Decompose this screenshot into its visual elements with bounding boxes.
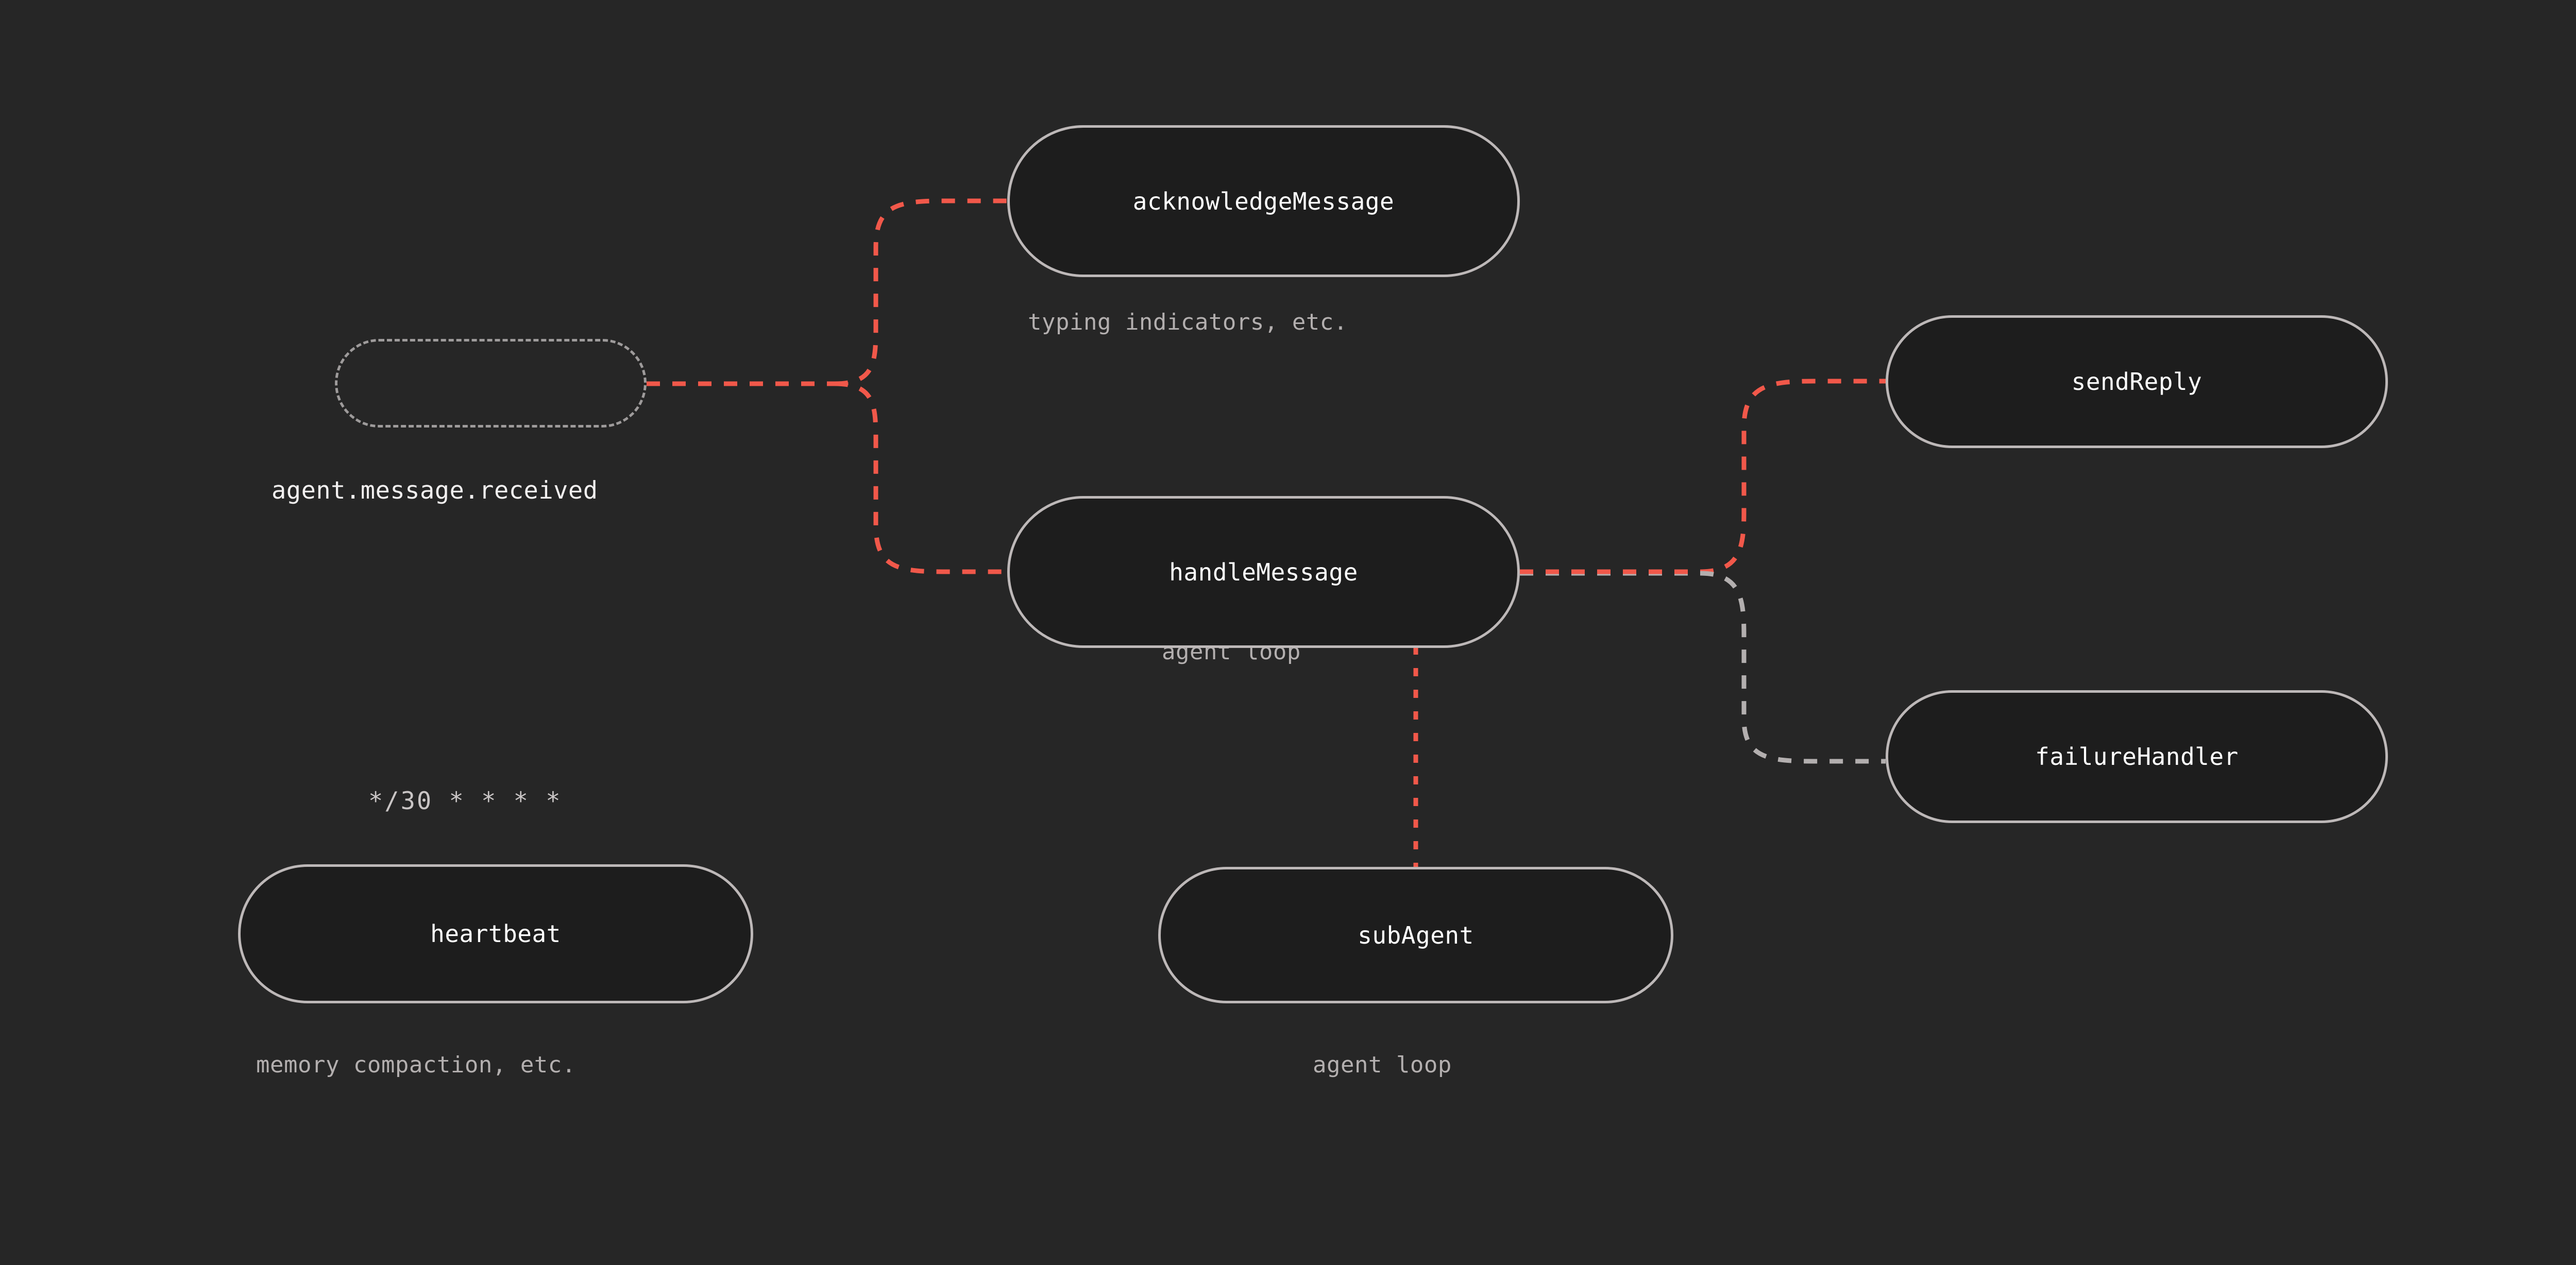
node-heartbeat[interactable]: heartbeat — [238, 864, 753, 1003]
node-label-failure-handler: failureHandler — [2035, 743, 2239, 771]
node-send-reply[interactable]: sendReply — [1886, 315, 2388, 448]
node-label-acknowledge-message: acknowledgeMessage — [1132, 187, 1395, 215]
node-label-heartbeat: heartbeat — [430, 920, 561, 948]
caption-heartbeat: memory compaction, etc. — [256, 1052, 576, 1078]
node-label-sub-agent: subAgent — [1358, 921, 1474, 949]
node-label-send-reply: sendReply — [2071, 368, 2202, 396]
edge-trigger-to-handle — [834, 381, 1007, 574]
caption-acknowledge-message: typing indicators, etc. — [1028, 309, 1348, 335]
node-failure-handler[interactable]: failureHandler — [1886, 690, 2388, 823]
edge-handle-to-send-reply — [1700, 379, 1886, 574]
trigger-name-cron: */30 * * * * — [368, 787, 562, 815]
node-sub-agent[interactable]: subAgent — [1158, 867, 1673, 1003]
node-label-handle-message: handleMessage — [1169, 558, 1358, 586]
node-handle-message[interactable]: handleMessage — [1007, 496, 1520, 648]
trigger-name-message-received: agent.message.received — [272, 476, 598, 505]
trigger-node-message-received[interactable] — [335, 339, 647, 428]
edge-handle-to-failure-handler — [1700, 571, 1886, 764]
edge-trigger-to-acknowledge — [834, 198, 1007, 386]
node-acknowledge-message[interactable]: acknowledgeMessage — [1007, 125, 1520, 277]
caption-sub-agent: agent loop — [1313, 1052, 1452, 1078]
